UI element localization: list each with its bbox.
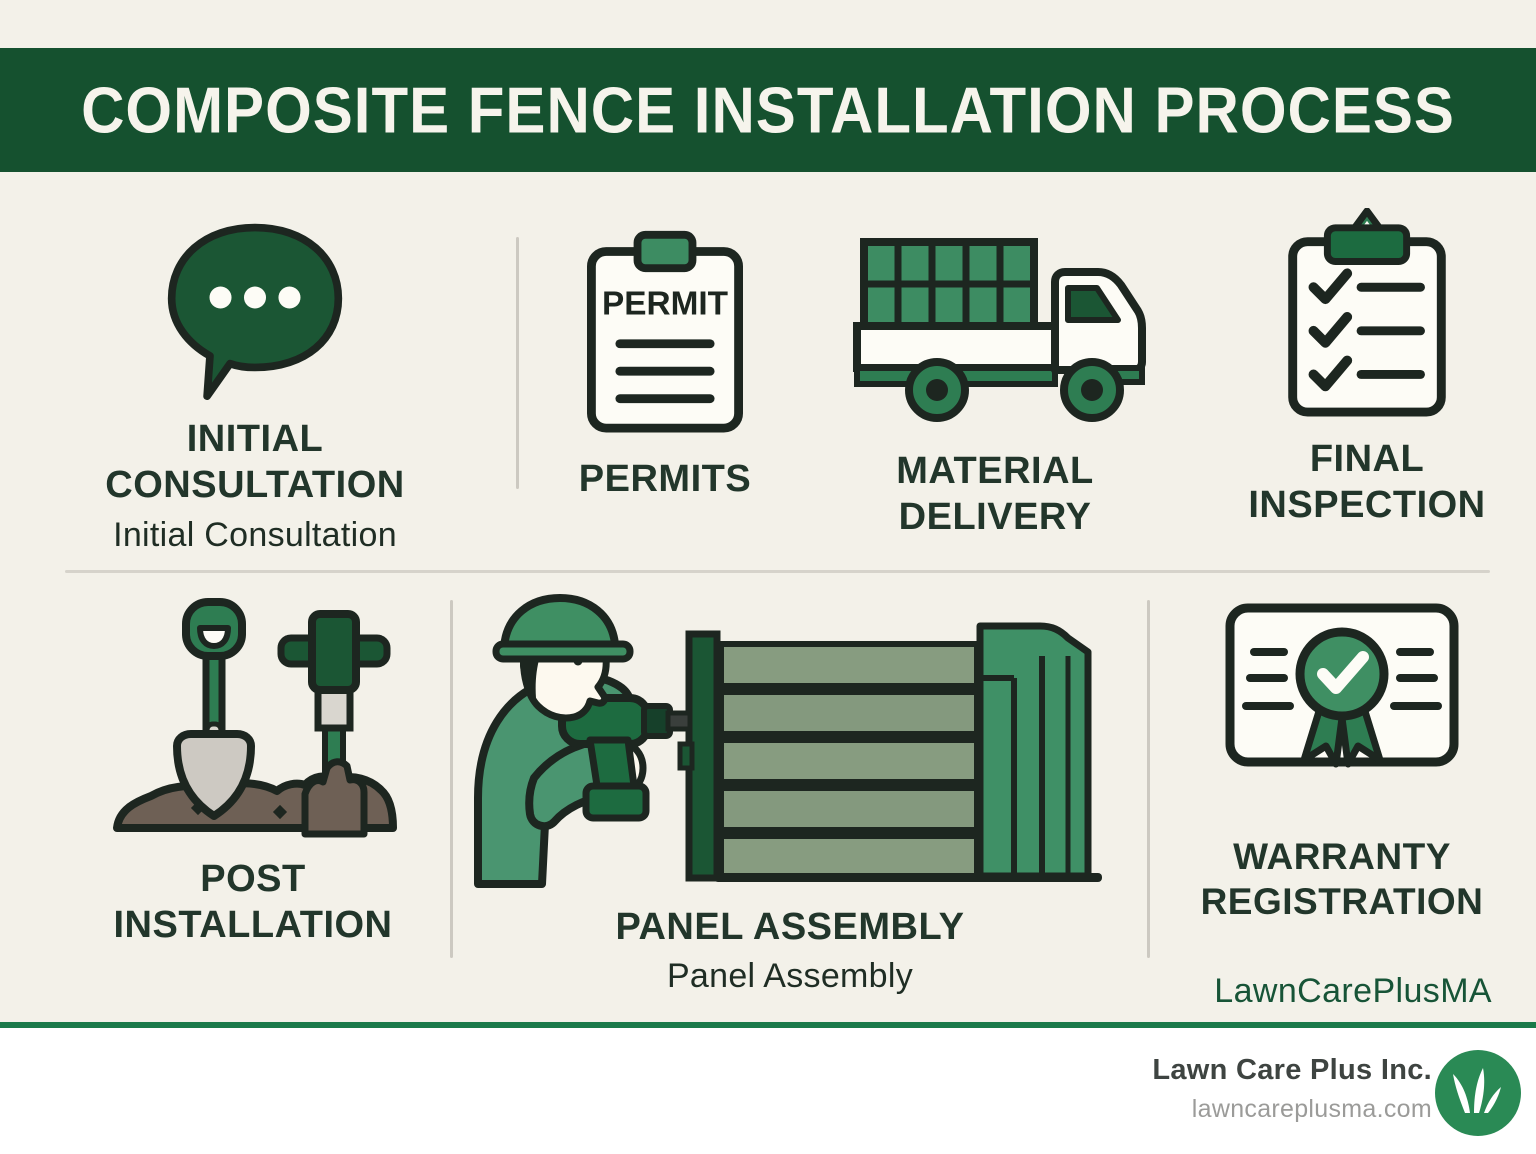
- step-material-delivery: MATERIAL DELIVERY: [828, 226, 1162, 541]
- permit-clipboard-icon: PERMIT: [579, 226, 751, 434]
- step-title: MATERIAL DELIVERY: [896, 450, 1094, 539]
- vertical-divider: [450, 600, 453, 958]
- page-title: COMPOSITE FENCE INSTALLATION PROCESS: [81, 73, 1455, 147]
- step-permits: PERMIT PERMITS: [540, 226, 790, 502]
- permit-label: PERMIT: [602, 285, 729, 322]
- step-title: PANEL ASSEMBLY: [615, 906, 965, 948]
- footer: Lawn Care Plus Inc. lawncareplusma.com: [0, 1028, 1536, 1154]
- step-initial-consultation: INITIAL CONSULTATION Initial Consultatio…: [73, 218, 437, 556]
- step-subtitle: Panel Assembly: [666, 957, 914, 996]
- checklist-clipboard-icon: [1279, 208, 1455, 422]
- vertical-divider: [516, 237, 519, 489]
- step-title: FINAL INSPECTION: [1248, 438, 1486, 527]
- certificate-ribbon-icon: [1222, 600, 1462, 796]
- step-panel-assembly: PANEL ASSEMBLY Panel Assembly: [468, 586, 1112, 997]
- step-title: INITIAL CONSULTATION: [105, 418, 405, 507]
- website-url[interactable]: lawncareplusma.com: [1191, 1095, 1432, 1123]
- step-title: PERMITS: [578, 458, 752, 500]
- title-banner: COMPOSITE FENCE INSTALLATION PROCESS: [0, 48, 1536, 172]
- speech-bubble-icon: [159, 218, 351, 400]
- step-final-inspection: FINAL INSPECTION: [1200, 208, 1534, 529]
- company-name: Lawn Care Plus Inc.: [1152, 1054, 1432, 1086]
- step-warranty-registration: WARRANTY REGISTRATION: [1172, 600, 1512, 924]
- horizontal-divider: [65, 570, 1490, 573]
- step-post-installation: POST INSTALLATION: [78, 594, 428, 949]
- worker-drill-fence-icon: [474, 586, 1106, 888]
- delivery-truck-icon: [844, 226, 1146, 430]
- vertical-divider: [1147, 600, 1150, 958]
- shovel-post-driver-icon: [107, 594, 399, 838]
- step-title: POST INSTALLATION: [113, 858, 393, 947]
- footer-rule: [0, 1022, 1536, 1028]
- grass-icon: [1435, 1050, 1521, 1136]
- step-title: WARRANTY REGISTRATION: [1200, 836, 1484, 923]
- step-subtitle: Initial Consultation: [113, 515, 397, 554]
- brand-handle: LawnCarePlusMA: [1214, 972, 1492, 1010]
